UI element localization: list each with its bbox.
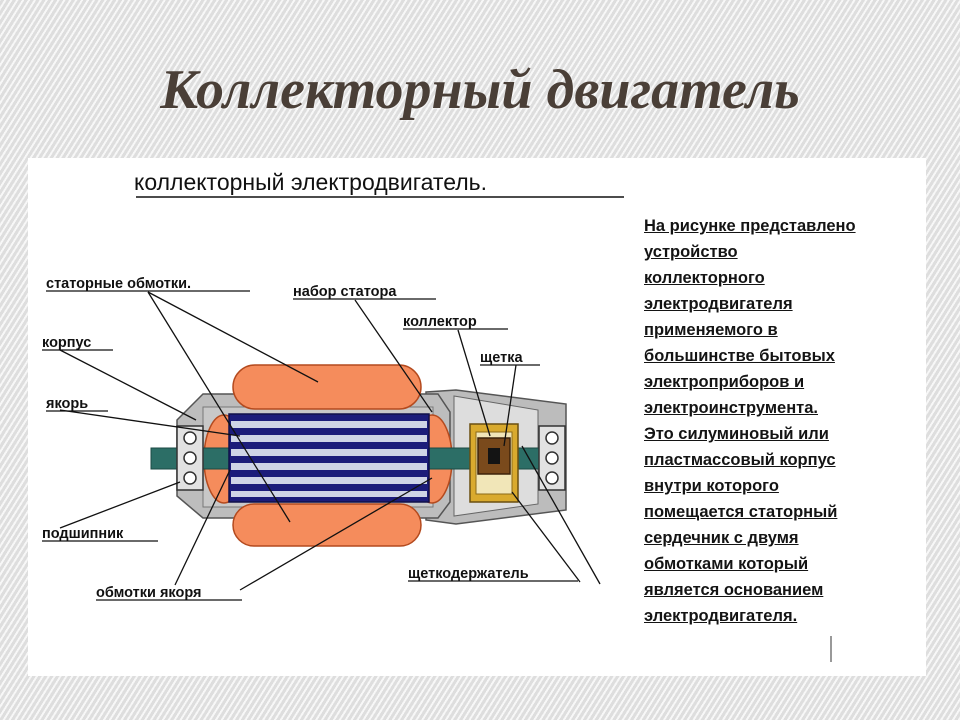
description-line: помещается статорный: [644, 503, 838, 521]
bearing-ball: [545, 471, 559, 485]
bearing-ball: [545, 431, 559, 445]
brush-contact: [488, 448, 500, 464]
description-line: коллекторного: [644, 269, 765, 287]
label-bearing: подшипник: [42, 526, 124, 542]
bearing-ball: [183, 431, 197, 445]
armature-stripe: [231, 491, 427, 497]
stator-winding-top: [232, 364, 422, 410]
description-line: применяемого в: [644, 321, 778, 339]
label-armature: якорь: [46, 396, 88, 412]
label-housing: корпус: [42, 335, 91, 351]
armature-core: [228, 413, 430, 503]
label-collector: коллектор: [403, 314, 477, 330]
armature-stripe: [231, 463, 427, 470]
bearing-ball: [545, 451, 559, 465]
description-line: устройство: [644, 243, 738, 261]
armature-stripe: [231, 449, 427, 456]
label-underlines: [42, 290, 578, 601]
label-stator-stack: набор статора: [293, 284, 397, 300]
description-line: сердечник с двумя: [644, 529, 799, 547]
description-line: электродвигателя.: [644, 607, 798, 625]
description-line: электроприборов и: [644, 373, 805, 391]
armature-stripe: [231, 435, 427, 442]
description-line: обмотками который: [644, 555, 809, 573]
description-line: На рисунке представлено: [644, 217, 856, 235]
leader-lines: [59, 291, 601, 591]
description-line: пластмассовый корпус: [644, 451, 836, 469]
label-stator-windings: статорные обмотки.: [46, 276, 191, 292]
description-line: является основанием: [644, 581, 824, 599]
stator-winding-bottom: [232, 503, 422, 547]
label-brush: щетка: [480, 350, 523, 366]
bearing-ball: [183, 451, 197, 465]
description-line: Это силуминовый или: [644, 425, 829, 443]
description-text: На рисунке представлено устройство колле…: [644, 213, 929, 629]
armature-stripe: [231, 421, 427, 428]
armature-stripe: [231, 477, 427, 484]
label-brush-holder: щеткодержатель: [408, 566, 529, 582]
label-armature-windings: обмотки якоря: [96, 585, 201, 601]
description-line: электродвигателя: [644, 295, 793, 313]
slide-title: Коллекторный двигатель: [160, 59, 800, 121]
description-line: внутри которого: [644, 477, 779, 495]
description-line: большинстве бытовых: [644, 347, 835, 365]
description-line: электроинструмента.: [644, 399, 819, 417]
bearing-ball: [183, 471, 197, 485]
diagram-heading: коллекторный электродвигатель.: [134, 169, 487, 195]
